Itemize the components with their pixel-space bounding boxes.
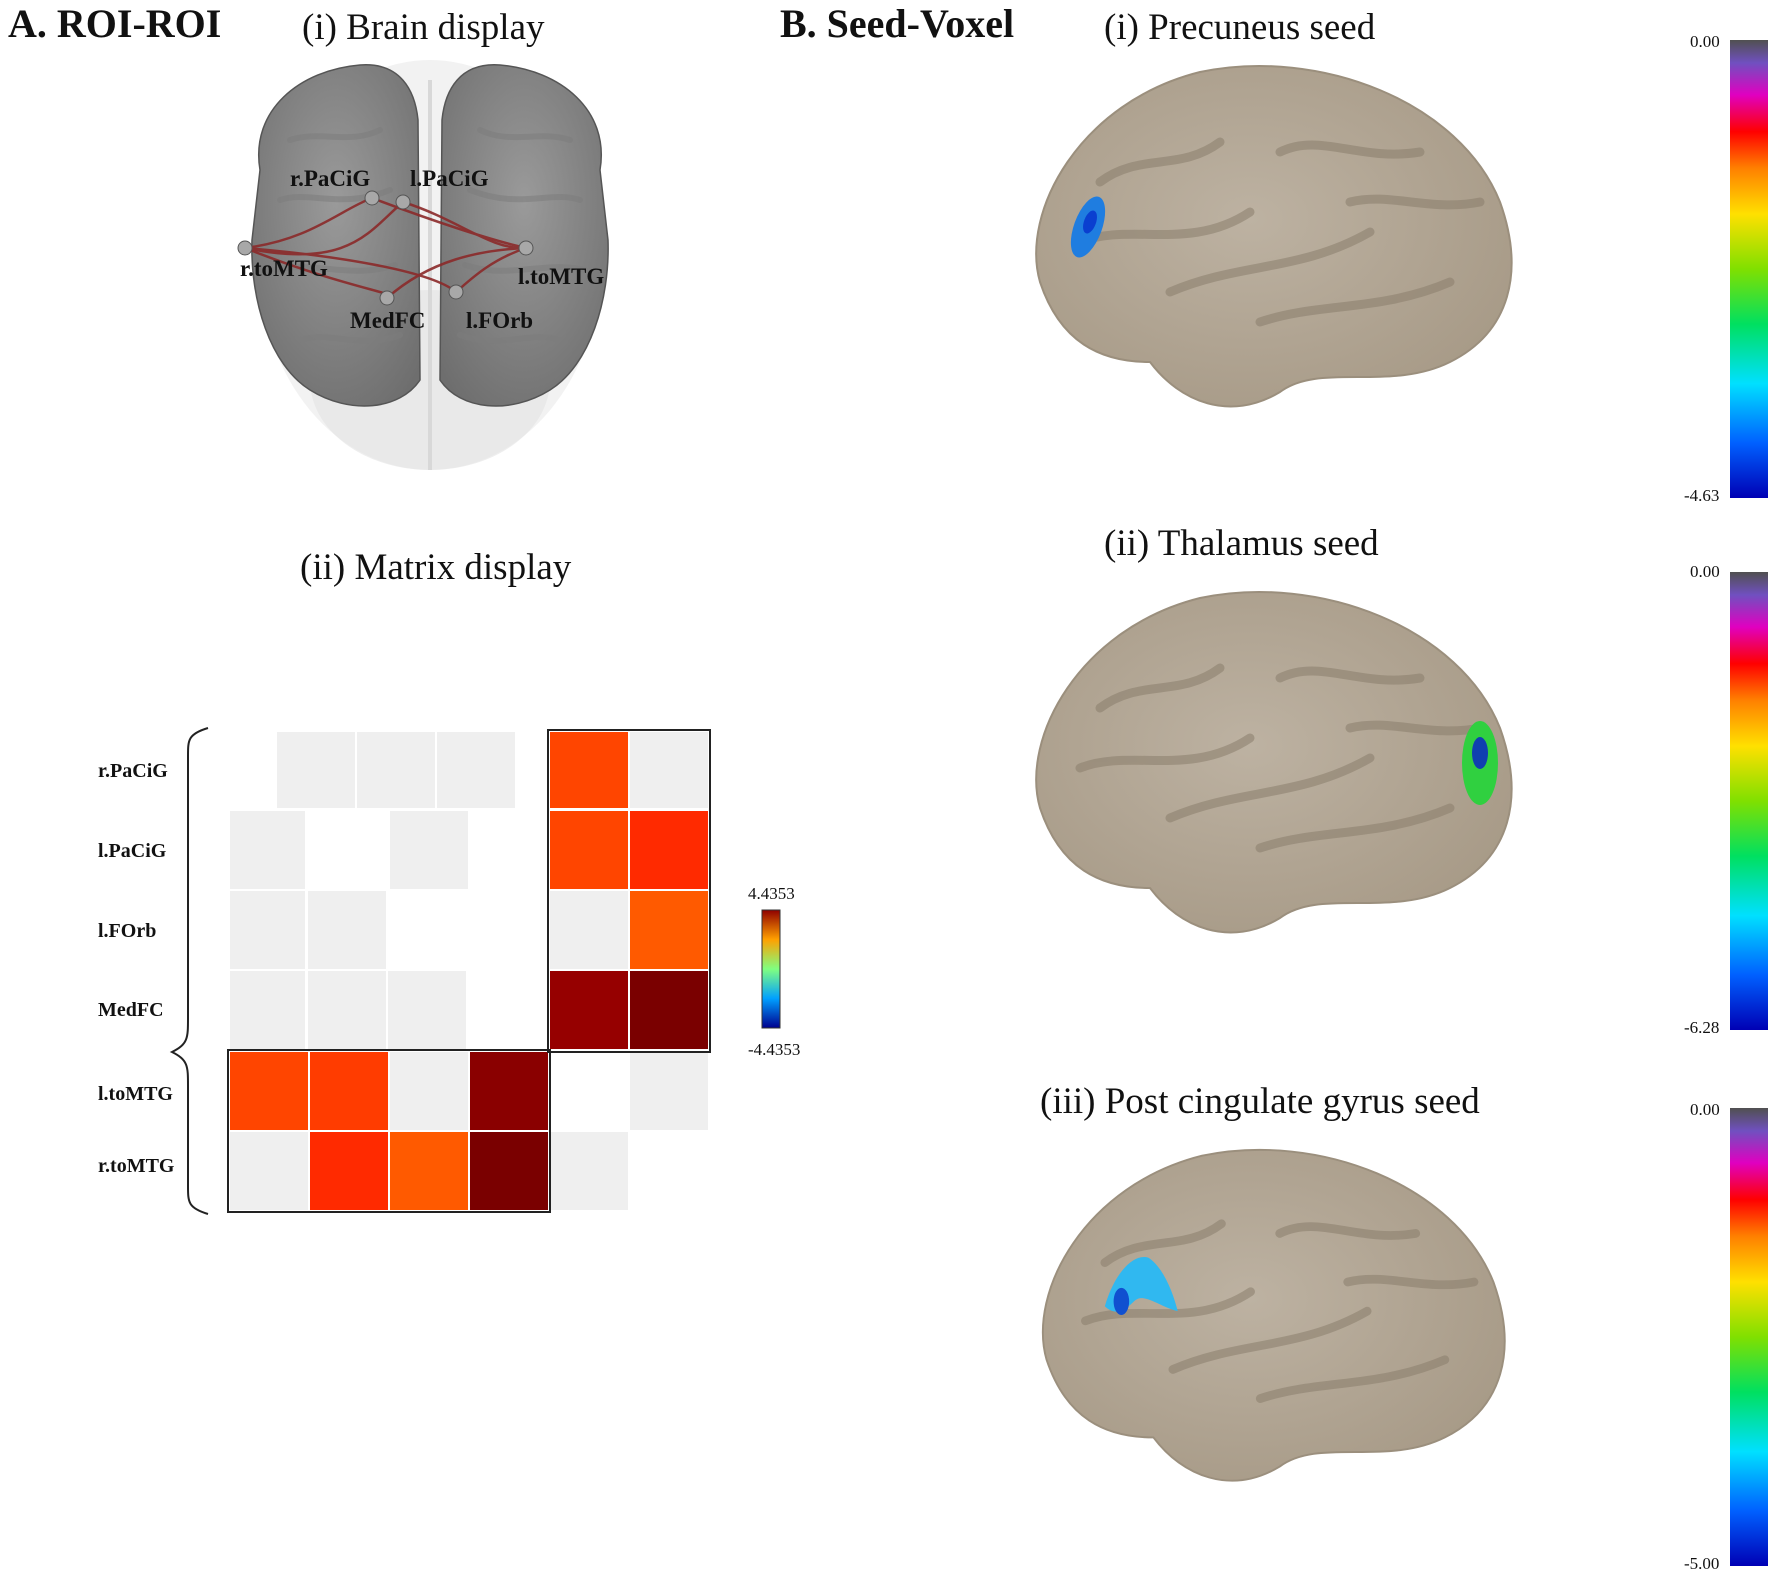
roi-label-r-tomtg: r.toMTG — [240, 256, 328, 281]
roi-label-l-tomtg: l.toMTG — [518, 264, 605, 289]
matrix-colorbar-min: -4.4353 — [748, 1040, 801, 1059]
matrix-cell — [470, 1052, 548, 1130]
matrix-cell — [550, 732, 628, 808]
colorbar-min-thalamus: -6.28 — [1684, 1018, 1720, 1037]
colorbar-thalamus — [1730, 572, 1768, 1030]
matrix-row-label: r.PaCiG — [98, 760, 168, 782]
brain-display-title: (i) Brain display — [302, 7, 545, 48]
panel-b-heading: B. Seed-Voxel — [780, 1, 1015, 46]
matrix-cell — [390, 1132, 468, 1210]
roi-label-r-pacig: r.PaCiG — [290, 166, 371, 191]
matrix-cell — [310, 1052, 388, 1130]
roi-label-l-forb: l.FOrb — [466, 308, 534, 333]
matrix-cell — [630, 971, 708, 1049]
matrix-colorbar-max: 4.4353 — [748, 884, 795, 903]
seed-title-precuneus: (i) Precuneus seed — [1104, 7, 1376, 48]
colorbar-max-post-cingulate: 0.00 — [1690, 1100, 1720, 1119]
colorbar-precuneus — [1730, 40, 1768, 498]
matrix-cell — [550, 971, 628, 1049]
colorbar-min-post-cingulate: -5.00 — [1684, 1554, 1720, 1573]
cortex-surface-thalamus — [1035, 591, 1513, 934]
matrix-row-label: l.toMTG — [98, 1083, 173, 1105]
matrix-row-label: l.FOrb — [98, 920, 157, 942]
matrix-colorbar — [761, 909, 781, 1029]
colorbar-max-precuneus: 0.00 — [1690, 32, 1720, 51]
seed-title-post-cingulate: (iii) Post cingulate gyrus seed — [1040, 1081, 1480, 1122]
matrix-row-label: MedFC — [98, 999, 164, 1021]
matrix-display-title: (ii) Matrix display — [300, 547, 572, 588]
brain-display — [237, 60, 609, 470]
panel-a-heading: A. ROI-ROI — [8, 1, 222, 46]
cortex-surface-post-cingulate — [1041, 1148, 1506, 1482]
matrix-cell — [630, 811, 708, 889]
matrix-cell — [310, 1132, 388, 1210]
colorbar-min-precuneus: -4.63 — [1684, 486, 1720, 505]
roi-label-l-pacig: l.PaCiG — [410, 166, 489, 191]
roi-label-medfc: MedFC — [350, 308, 426, 333]
matrix-cell — [550, 811, 628, 889]
connectivity-matrix — [169, 727, 711, 1215]
matrix-row-label: r.toMTG — [98, 1155, 175, 1177]
matrix-row-label: l.PaCiG — [98, 840, 167, 862]
matrix-cell — [230, 1052, 308, 1130]
colorbar-post-cingulate — [1730, 1108, 1768, 1566]
colorbar-max-thalamus: 0.00 — [1690, 562, 1720, 581]
seed-title-thalamus: (ii) Thalamus seed — [1104, 523, 1379, 564]
matrix-cell — [630, 891, 708, 969]
matrix-cell — [470, 1132, 548, 1210]
cortex-surface-precuneus — [1035, 65, 1513, 408]
